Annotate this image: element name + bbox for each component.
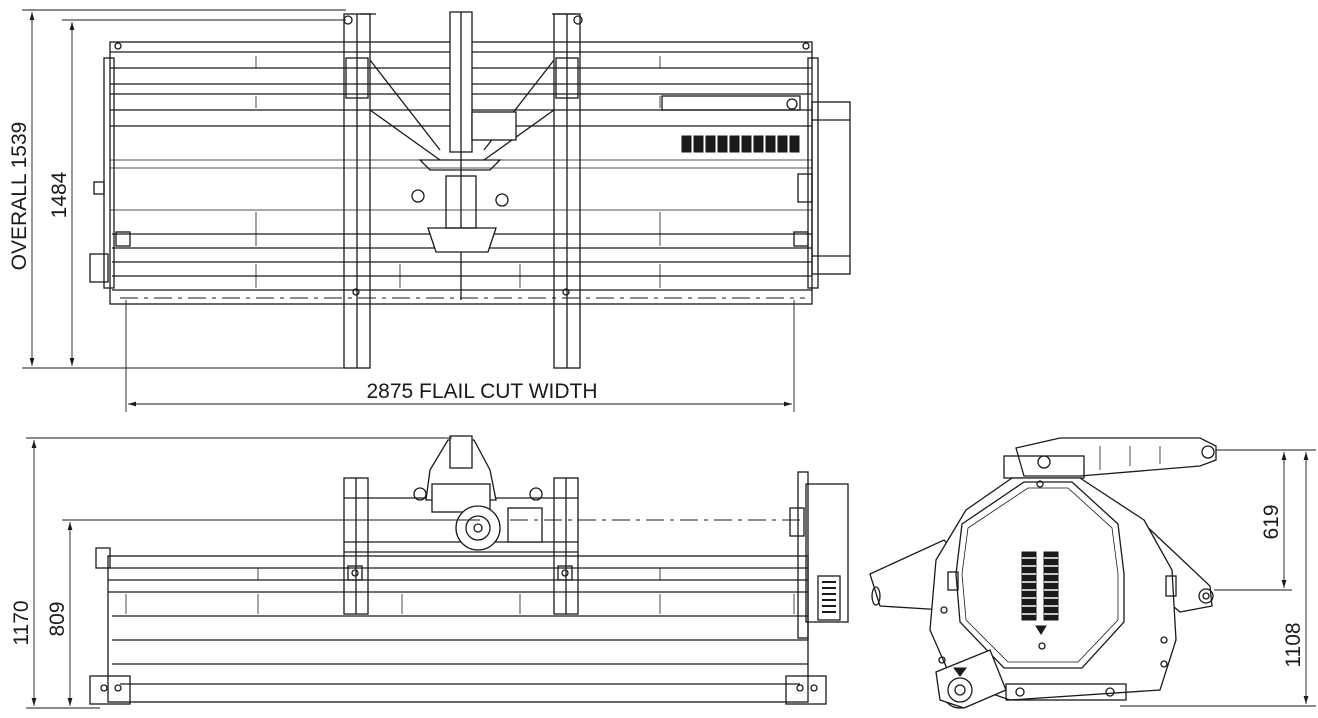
top-view: OVERALL 1539 1484 2875 FLAIL CUT WIDTH (8, 9, 851, 412)
side-view-headstock (343, 435, 579, 615)
end-lower-label: 1108 (1282, 622, 1305, 667)
side-height-label: 1170 (10, 600, 33, 645)
end-view-vents (1021, 551, 1059, 621)
overall-dimension-label: OVERALL 1539 (8, 122, 31, 271)
end-view-octagon (955, 481, 1125, 669)
end-view-arm (1015, 437, 1217, 477)
end-upper-label: 619 (1260, 504, 1283, 539)
side-view: 1170 809 (10, 435, 849, 709)
pto-height-label: 809 (46, 601, 69, 636)
height-dimension-label: 1484 (48, 171, 71, 218)
side-view-body (107, 555, 809, 703)
top-view-decals (681, 135, 800, 153)
side-view-vent (817, 575, 841, 621)
top-view-headstock (343, 11, 583, 369)
side-view-belt-guard (805, 483, 849, 623)
end-view: 619 1108 (869, 437, 1316, 709)
cut-width-label: 2875 FLAIL CUT WIDTH (366, 380, 597, 403)
